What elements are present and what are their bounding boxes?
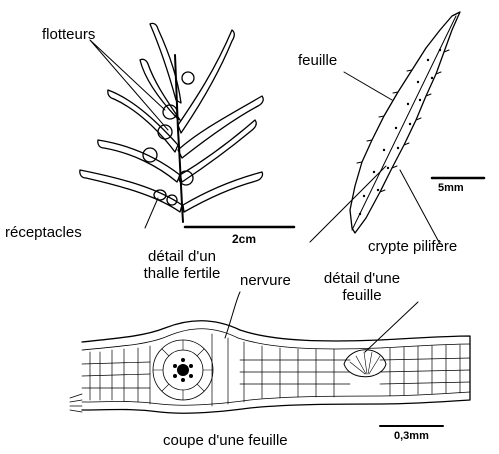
leader-crypte — [400, 170, 440, 244]
thallus-drawing — [80, 23, 294, 228]
leader-crypte-section — [365, 302, 418, 352]
receptacle — [167, 195, 177, 205]
thallus-leaf — [98, 140, 180, 182]
thallus-leaf — [140, 59, 180, 120]
section-drawing — [70, 292, 470, 426]
scale-label-coupe: 0,3mm — [394, 430, 429, 442]
label-detail-feuille-line2: feuille — [300, 287, 424, 304]
scale-label-feuille: 5mm — [438, 182, 464, 194]
thallus-leaf — [108, 90, 178, 152]
label-receptacles: réceptacles — [5, 224, 82, 241]
scale-label-thalle: 2cm — [232, 232, 256, 246]
leader-flotteurs — [90, 40, 168, 130]
label-crypte: crypte pilifère — [368, 238, 457, 255]
leaf-teeth — [357, 50, 449, 192]
label-detail-feuille: détail d'une feuille — [300, 270, 424, 304]
label-flotteurs: flotteurs — [42, 26, 95, 43]
thallus-leaf — [80, 170, 182, 212]
nervure-dots — [173, 358, 193, 382]
label-thalle-line2: thalle fertile — [118, 265, 246, 282]
float-vesicle — [182, 72, 194, 84]
label-thalle-line1: détail d'un — [118, 248, 246, 265]
label-feuille: feuille — [298, 52, 337, 69]
label-nervure: nervure — [240, 272, 291, 289]
leader-receptacles — [145, 198, 158, 228]
label-thalle: détail d'un thalle fertile — [118, 248, 246, 282]
section-outline — [82, 321, 470, 413]
hair-tuft — [70, 394, 82, 412]
leader-feuille — [344, 72, 392, 100]
float-vesicle — [143, 148, 157, 162]
label-coupe: coupe d'une feuille — [163, 432, 288, 449]
leaf-midrib — [352, 16, 456, 230]
leaf-drawing — [310, 12, 484, 244]
leader-nervure — [225, 292, 240, 338]
thallus-leaf — [183, 172, 263, 212]
leader-detail — [310, 166, 386, 242]
label-detail-feuille-line1: détail d'une — [300, 270, 424, 287]
